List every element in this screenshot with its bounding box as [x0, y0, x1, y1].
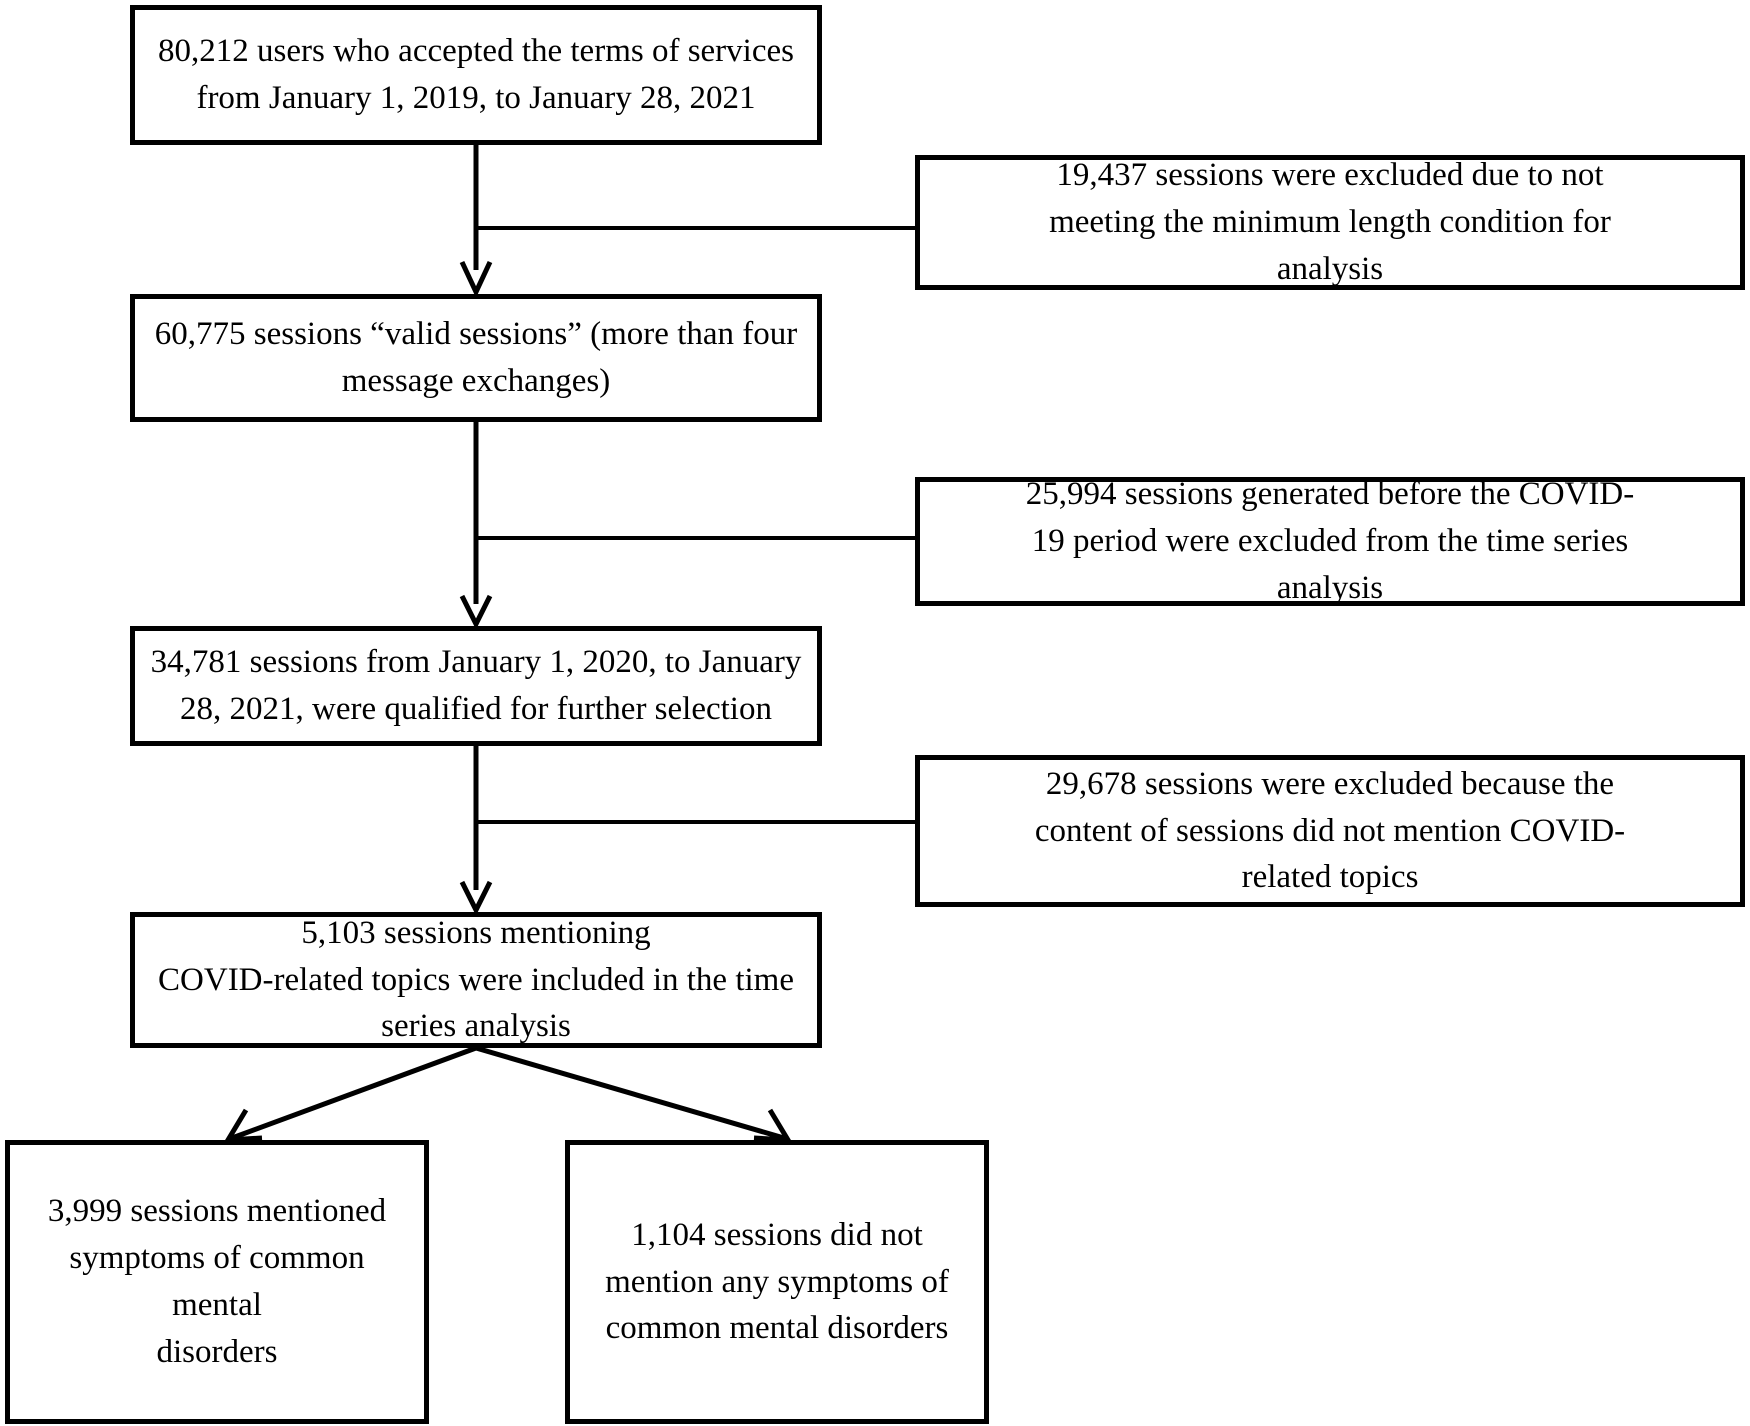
flow-box-text: 19,437 sessions were excluded due to not… — [1049, 157, 1611, 287]
flow-box-text: 34,781 sessions from January 1, 2020, to… — [150, 644, 802, 727]
flow-box-text: 29,678 sessions were excluded because th… — [1034, 765, 1626, 896]
flow-box-text: 60,775 sessions “valid sessions” (more t… — [154, 316, 798, 399]
connector-main-4-to-leaf-2 — [475, 1045, 793, 1143]
flow-box-qualified-sessions: 34,781 sessions from January 1, 2020, to… — [130, 626, 822, 746]
connector-main-1-to-main-2 — [459, 145, 493, 298]
flow-box-text: 25,994 sessions generated before the COV… — [1025, 476, 1635, 606]
connector-main-2-to-main-3 — [459, 422, 493, 630]
connector-main-4-to-leaf-1 — [223, 1045, 477, 1143]
flow-box-enrolled-users: 80,212 users who accepted the terms of s… — [130, 5, 822, 145]
flow-box-exclusion-pre-covid: 25,994 sessions generated before the COV… — [915, 476, 1745, 606]
flow-box-text: 80,212 users who accepted the terms of s… — [158, 33, 794, 116]
flow-box-exclusion-minimum-length: 19,437 sessions were excluded due to not… — [915, 155, 1745, 290]
connector-main-3-to-main-4 — [459, 746, 493, 916]
flow-box-valid-sessions: 60,775 sessions “valid sessions” (more t… — [130, 294, 822, 422]
flow-box-exclusion-no-covid-topic: 29,678 sessions were excluded because th… — [915, 755, 1745, 907]
